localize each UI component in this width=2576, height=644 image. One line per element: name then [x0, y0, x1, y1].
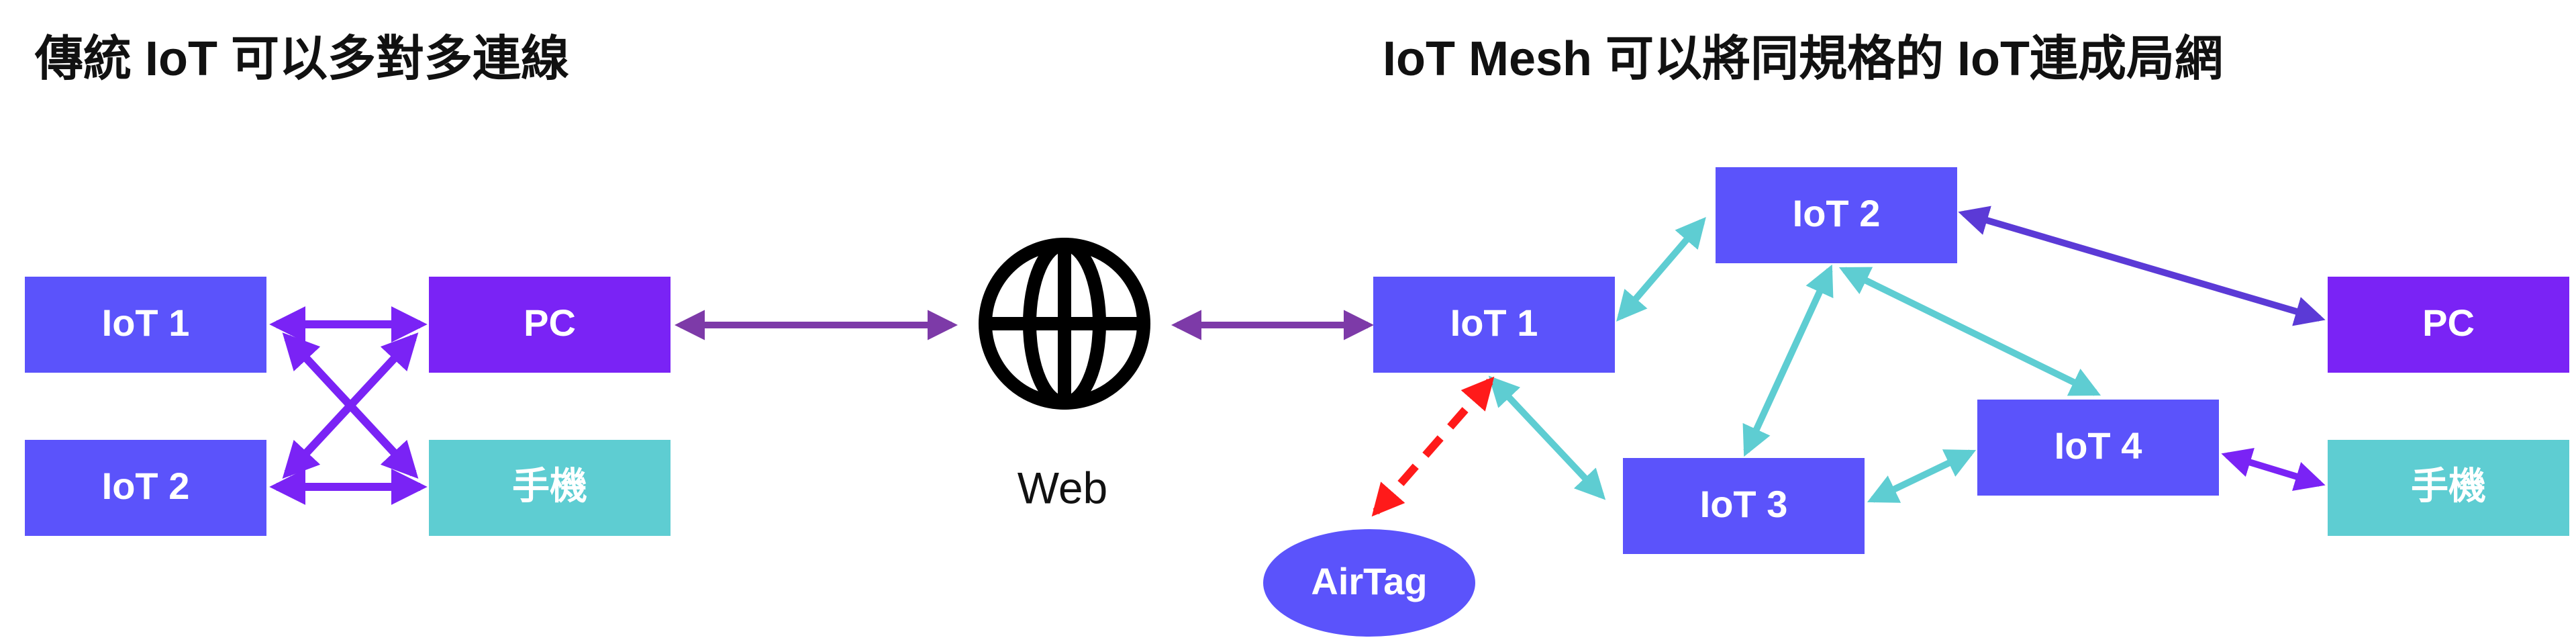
left-phone-label: 手機: [512, 465, 587, 507]
airtag-label: AirTag: [1311, 560, 1427, 602]
left-pc-node: PC: [429, 277, 671, 373]
web-label: Web: [1018, 463, 1108, 512]
globe-icon: [979, 238, 1150, 410]
arrow-iot2-iot3: [1742, 264, 1834, 457]
arrow-iot2-iot4: [1838, 267, 2101, 396]
arrow-iot1-iot3: [1488, 375, 1606, 500]
arrow-iot3-iot4: [1867, 449, 1977, 503]
mesh-iot4-label: IoT 4: [2054, 424, 2142, 467]
arrow-iot4-phone: [2221, 447, 2326, 492]
left-iot1-label: IoT 1: [102, 302, 190, 344]
mesh-connectors: [1371, 205, 2326, 517]
left-connectors: [269, 306, 428, 505]
mesh-iot3-node: IoT 3: [1623, 458, 1865, 554]
left-iot1-node: IoT 1: [25, 277, 266, 373]
mesh-phone-label: 手機: [2411, 465, 2486, 507]
mesh-iot2-label: IoT 2: [1793, 192, 1881, 234]
left-iot2-node: IoT 2: [25, 440, 266, 536]
mesh-iot1-label: IoT 1: [1450, 302, 1538, 344]
mesh-phone-node: 手機: [2328, 440, 2569, 536]
mesh-pc-label: PC: [2422, 302, 2475, 344]
mesh-iot1-node: IoT 1: [1373, 277, 1615, 373]
left-iot2-label: IoT 2: [102, 465, 190, 507]
title-iot-mesh: IoT Mesh 可以將同規格的 IoT連成局網: [1383, 32, 2223, 86]
airtag-node: AirTag: [1263, 529, 1475, 637]
left-phone-node: 手機: [429, 440, 671, 536]
mesh-iot4-node: IoT 4: [1977, 400, 2219, 496]
arrow-iot1-iot2: [1616, 217, 1706, 322]
arrow-iot2-pc: [1958, 205, 2326, 326]
left-pc-label: PC: [524, 302, 576, 344]
title-traditional-iot: 傳統 IoT 可以多對多連線: [35, 32, 569, 86]
mesh-iot2-node: IoT 2: [1716, 167, 1957, 263]
arrow-iot2-pc: [282, 332, 419, 479]
mesh-pc-node: PC: [2328, 277, 2569, 373]
mesh-iot3-label: IoT 3: [1700, 483, 1788, 525]
arrow-iot1-airtag: [1371, 376, 1495, 517]
